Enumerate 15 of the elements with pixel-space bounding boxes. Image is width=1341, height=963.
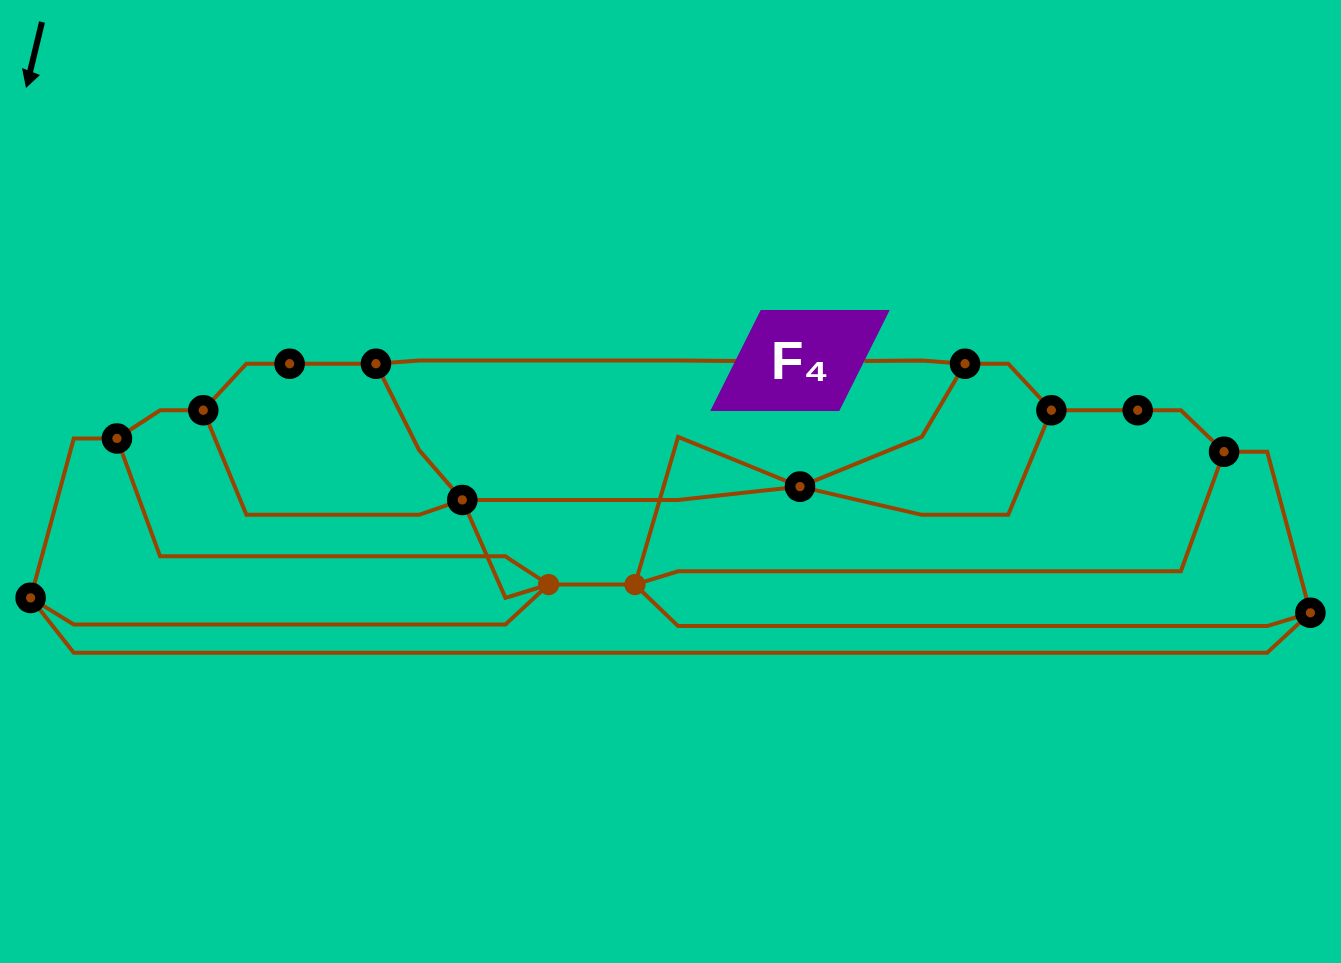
node-circle xyxy=(360,348,392,379)
node-circle xyxy=(1208,436,1240,467)
node-circle xyxy=(538,573,560,596)
node-circle xyxy=(101,423,133,454)
node-circle xyxy=(624,573,646,596)
node-circle xyxy=(949,348,981,379)
connector xyxy=(558,582,625,587)
node-circle xyxy=(784,471,816,502)
node-circle xyxy=(1122,394,1153,426)
node-circle xyxy=(447,484,478,516)
node-circle xyxy=(15,582,46,613)
node-circle xyxy=(188,394,219,426)
node-circle xyxy=(274,348,305,379)
node-circle xyxy=(1036,394,1067,426)
node-circle xyxy=(1295,597,1326,628)
